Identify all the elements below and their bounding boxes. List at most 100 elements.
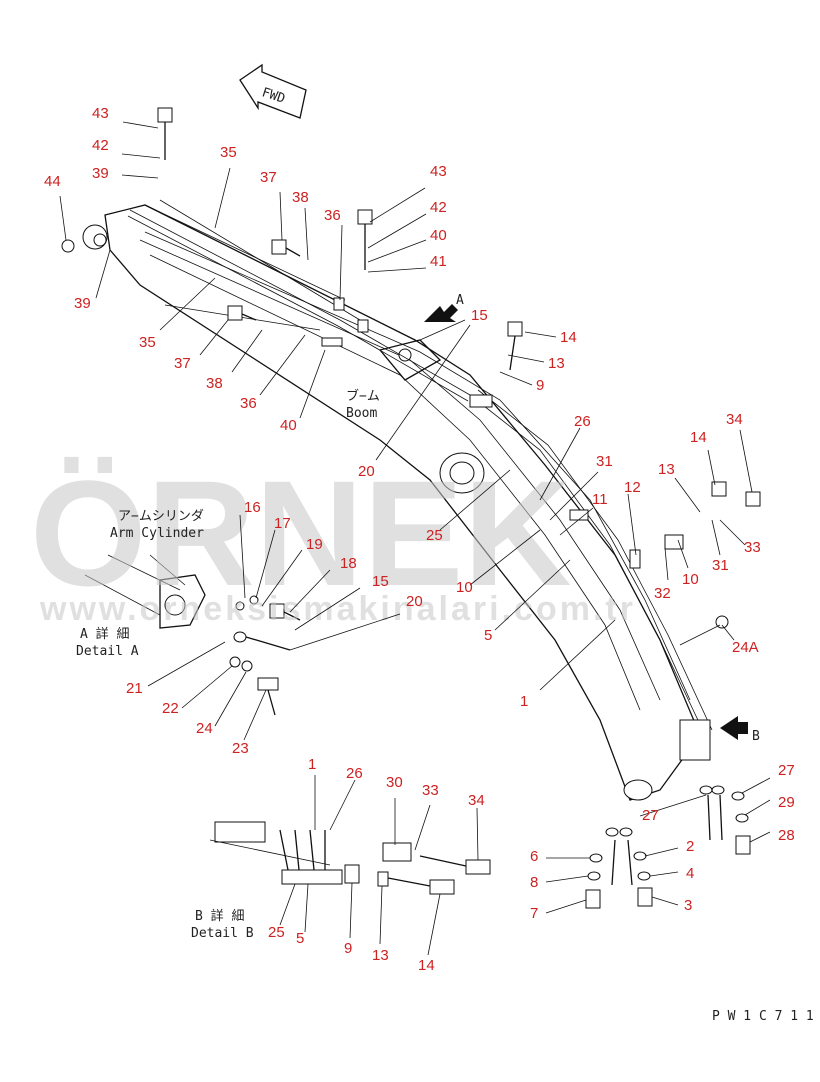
callout-8: 8 — [530, 874, 538, 891]
watermark: ÖRNEK www.orneksismakinalari.com.tr — [30, 449, 636, 628]
bolt-icon — [271, 239, 287, 255]
bolt-icon — [227, 305, 243, 321]
callout-38: 38 — [206, 375, 223, 392]
callout-2: 2 — [686, 838, 694, 855]
callout-5: 5 — [484, 627, 492, 644]
boom-label-jp: ブ−ム — [346, 388, 380, 404]
callout-41: 41 — [430, 253, 447, 270]
bolt-icon — [157, 107, 173, 123]
callout-26: 26 — [346, 765, 363, 782]
drawing-code: P W 1 C 7 1 1 — [712, 1009, 814, 1024]
callout-27: 27 — [778, 762, 795, 779]
callout-39: 39 — [74, 295, 91, 312]
boom-top-bolts — [585, 785, 751, 909]
svg-text:www.orneksismakinalari.com.tr: www.orneksismakinalari.com.tr — [39, 590, 636, 628]
callout-24a: 24A — [732, 639, 759, 656]
callout-16: 16 — [244, 499, 261, 516]
callout-4: 4 — [686, 865, 694, 882]
callout-31: 31 — [596, 453, 613, 470]
bolt-icon — [507, 321, 523, 337]
callout-12: 12 — [624, 479, 641, 496]
fwd-label: FWD — [260, 85, 287, 107]
callout-6: 6 — [530, 848, 538, 865]
callout-44: 44 — [44, 173, 61, 190]
detail-b-label-jp: B 詳 細 — [195, 908, 244, 924]
bolt-icon — [745, 491, 761, 507]
callout-10: 10 — [456, 579, 473, 596]
leader-lines — [59, 121, 771, 956]
callout-43: 43 — [92, 105, 109, 122]
boom-pipes — [127, 209, 711, 761]
callout-40: 40 — [280, 417, 297, 434]
callout-33: 33 — [422, 782, 439, 799]
detail-a-arm-cylinder — [84, 554, 291, 716]
callout-10: 10 — [682, 571, 699, 588]
callout-40: 40 — [430, 227, 447, 244]
detail-a-label-jp: A 詳 細 — [80, 626, 129, 642]
callout-36: 36 — [240, 395, 257, 412]
callout-25: 25 — [426, 527, 443, 544]
bolt-icon — [269, 603, 285, 619]
detail-b-clamps — [214, 821, 491, 895]
callout-34: 34 — [726, 411, 743, 428]
callout-20: 20 — [358, 463, 375, 480]
section-a-arrow: A — [424, 293, 464, 322]
callout-19: 19 — [306, 536, 323, 553]
callout-30: 30 — [386, 774, 403, 791]
callout-43: 43 — [430, 163, 447, 180]
callout-35: 35 — [220, 144, 237, 161]
callout-9: 9 — [344, 940, 352, 957]
callout-15: 15 — [372, 573, 389, 590]
callout-28: 28 — [778, 827, 795, 844]
callout-1: 1 — [308, 756, 316, 773]
bolt-group — [61, 107, 761, 629]
fwd-arrow: FWD — [239, 63, 307, 119]
callout-1: 1 — [520, 693, 528, 710]
callout-37: 37 — [260, 169, 277, 186]
detail-b-label-en: Detail B — [191, 926, 254, 941]
callout-13: 13 — [372, 947, 389, 964]
svg-text:B: B — [752, 729, 760, 744]
callout-31: 31 — [712, 557, 729, 574]
callout-15: 15 — [471, 307, 488, 324]
callout-13: 13 — [658, 461, 675, 478]
callout-25: 25 — [268, 924, 285, 941]
callouts: 43 42 39 44 39 35 35 37 38 36 37 38 36 4… — [44, 105, 795, 974]
callout-7: 7 — [530, 905, 538, 922]
callout-27: 27 — [642, 807, 659, 824]
callout-14: 14 — [560, 329, 577, 346]
callout-26: 26 — [574, 413, 591, 430]
arm-cylinder-label-jp: ア−ムシリンダ — [118, 509, 204, 524]
arm-cylinder-label-en: Arm Cylinder — [110, 526, 204, 541]
svg-text:A: A — [456, 293, 464, 308]
boom-body — [82, 199, 713, 801]
callout-21: 21 — [126, 680, 143, 697]
callout-14: 14 — [690, 429, 707, 446]
callout-35: 35 — [139, 334, 156, 351]
callout-3: 3 — [684, 897, 692, 914]
callout-29: 29 — [778, 794, 795, 811]
section-b-arrow: B — [720, 716, 760, 744]
callout-36: 36 — [324, 207, 341, 224]
callout-20: 20 — [406, 593, 423, 610]
bolt-icon — [711, 481, 727, 497]
callout-33: 33 — [744, 539, 761, 556]
callout-14: 14 — [418, 957, 435, 974]
plug-icon — [715, 615, 729, 629]
callout-24: 24 — [196, 720, 213, 737]
callout-9: 9 — [536, 377, 544, 394]
callout-5: 5 — [296, 930, 304, 947]
boom-top-pin-boss — [623, 779, 653, 801]
boom-label-en: Boom — [346, 406, 377, 421]
callout-11: 11 — [592, 491, 608, 508]
callout-38: 38 — [292, 189, 309, 206]
callout-23: 23 — [232, 740, 249, 757]
plug-icon — [61, 239, 75, 253]
callout-22: 22 — [162, 700, 179, 717]
bolt-icon — [357, 209, 373, 225]
svg-text:ÖRNEK: ÖRNEK — [30, 449, 572, 617]
callout-18: 18 — [340, 555, 357, 572]
callout-32: 32 — [654, 585, 671, 602]
callout-13: 13 — [548, 355, 565, 372]
